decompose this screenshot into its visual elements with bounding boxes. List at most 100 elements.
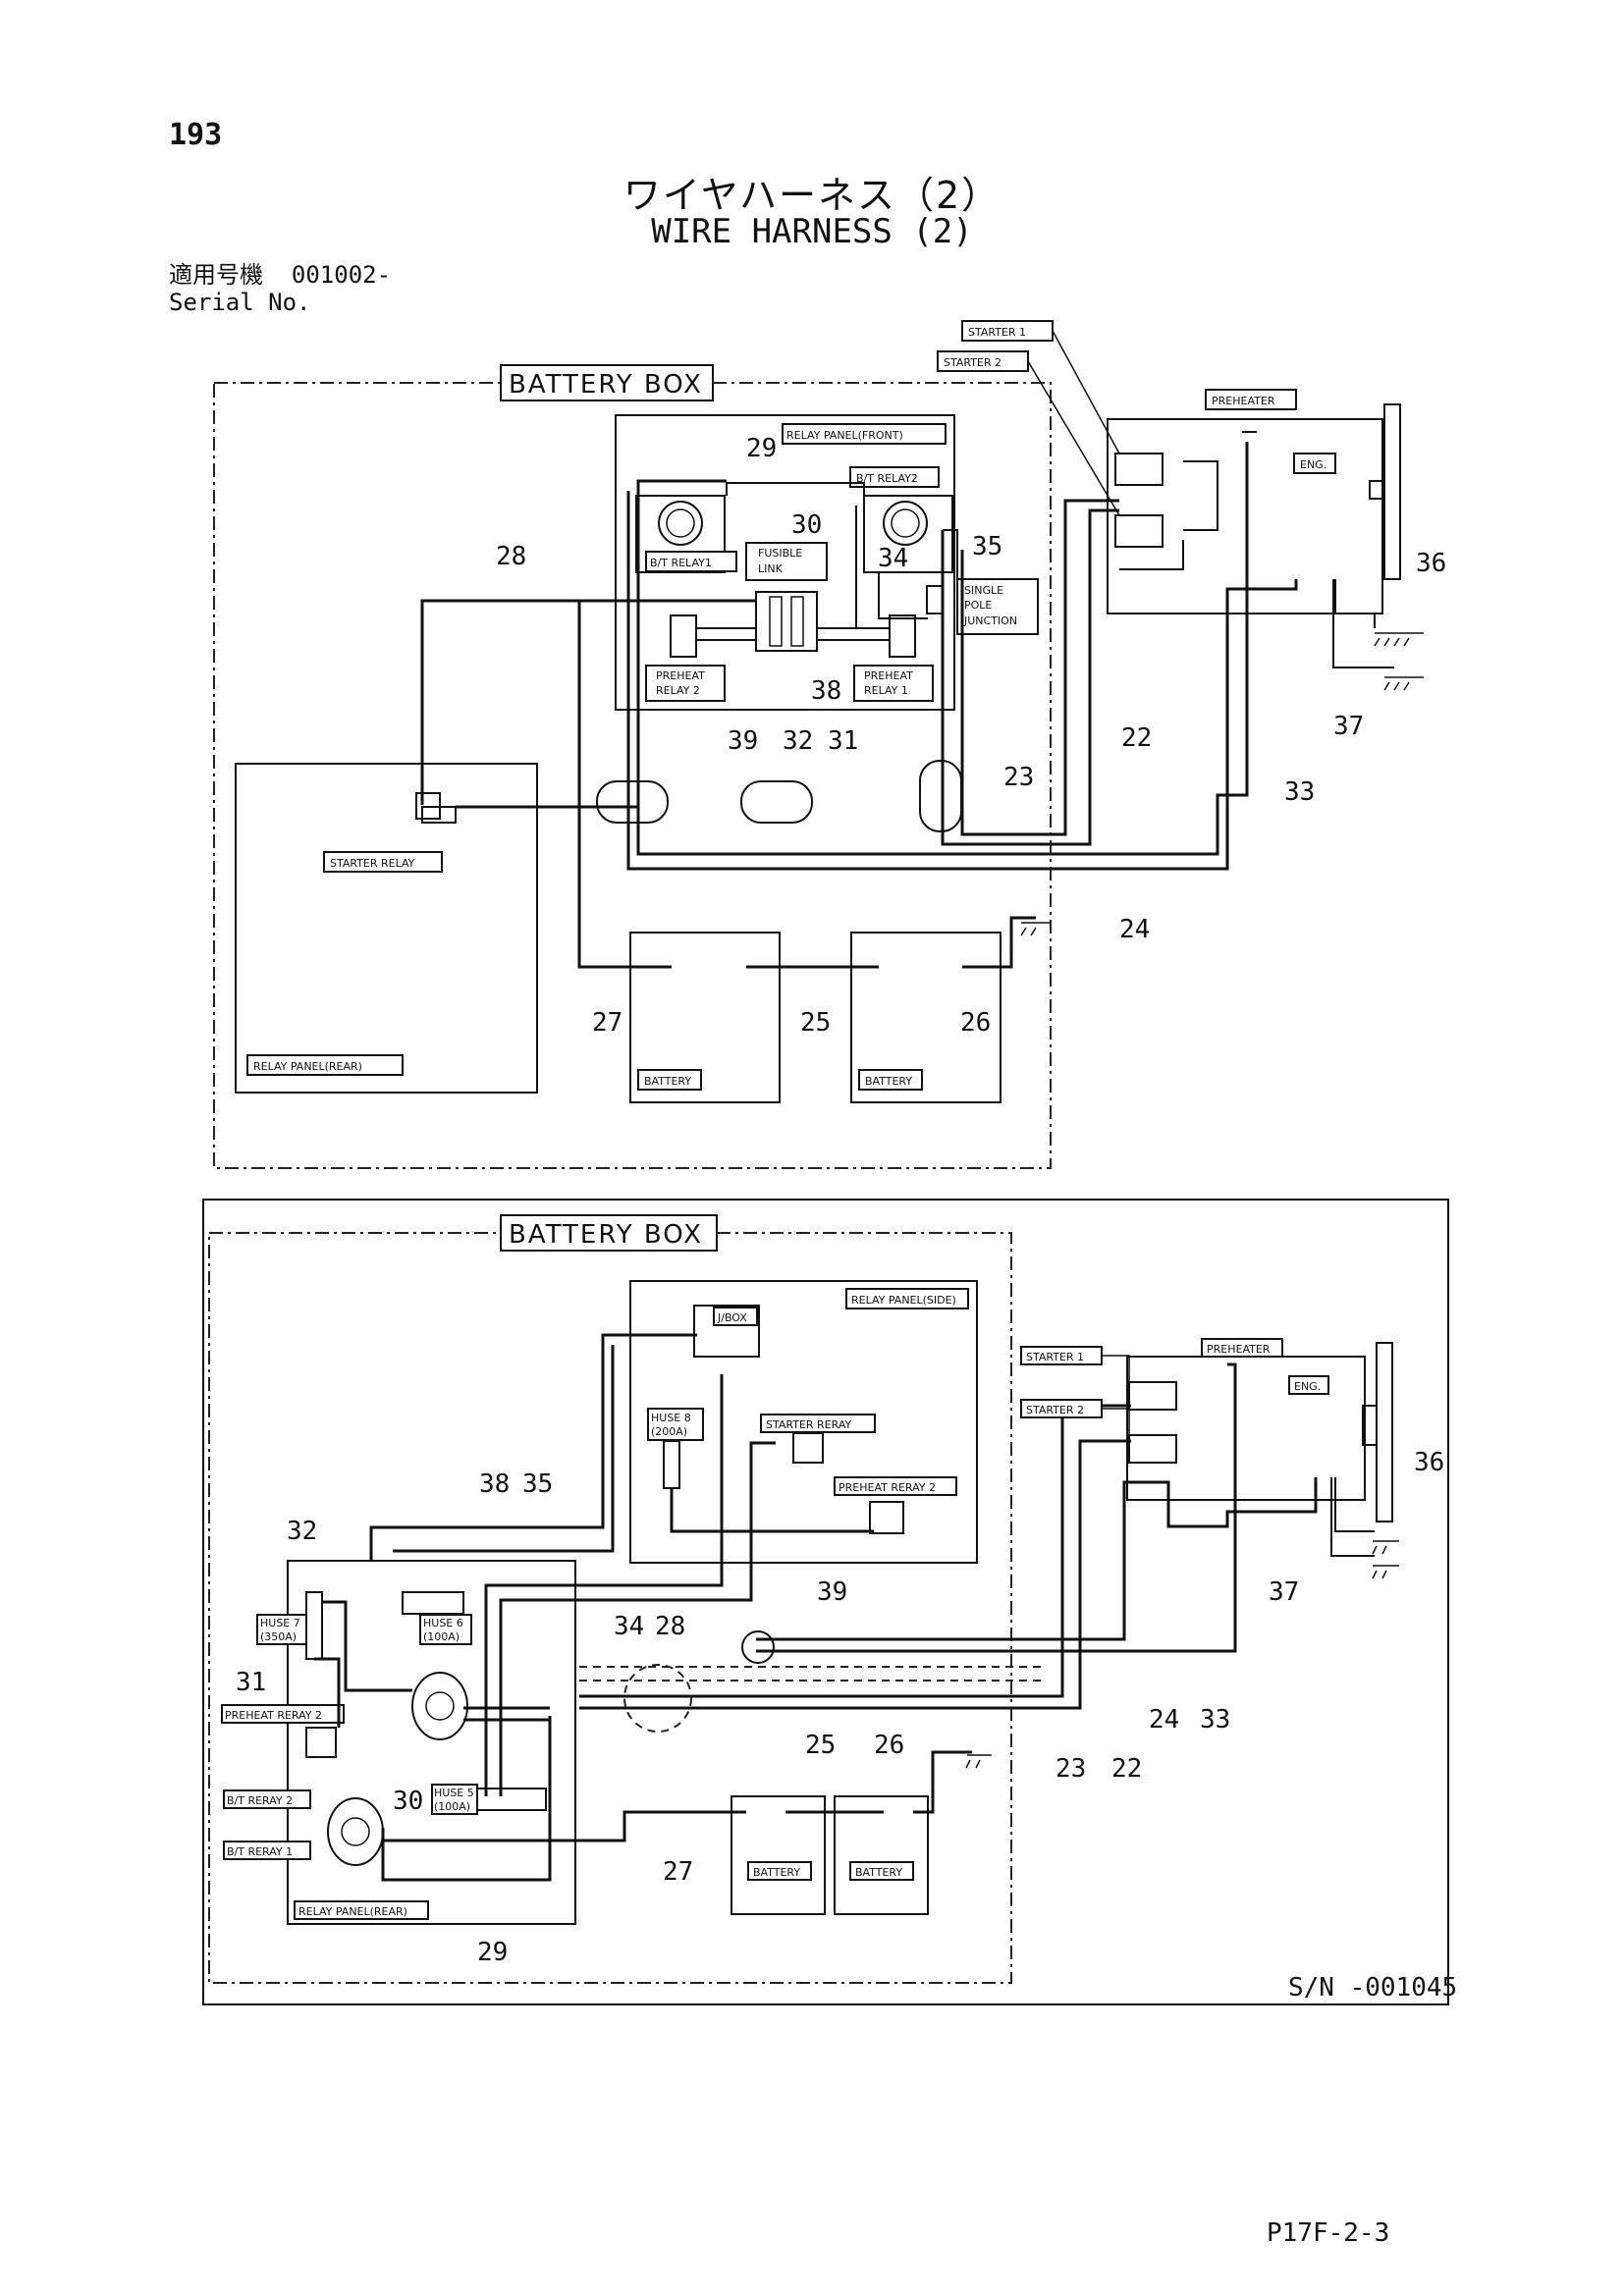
preheat-relay1-label-1: PREHEAT	[864, 669, 913, 682]
top-wire-23	[960, 499, 1119, 836]
bt-reray2-label: B/T RERAY 2	[227, 1794, 293, 1807]
relay-panel-side-frame	[845, 1288, 969, 1309]
bottom-wire-29	[381, 1716, 552, 1882]
bottom-battery-box-label: BATTERY BOX	[509, 1220, 703, 1250]
bottom-wire-31	[314, 1657, 341, 1728]
callout-33-bottom: 33	[1200, 1705, 1230, 1735]
title-english: WIRE HARNESS (2)	[651, 212, 973, 251]
huse6-frame	[419, 1614, 472, 1645]
callout-39-top: 39	[728, 726, 758, 756]
huse7-label-2: (350A)	[260, 1630, 297, 1643]
preheat-relay1-body	[889, 614, 916, 658]
huse7-label-1: HUSE 7	[260, 1617, 300, 1629]
jbox-label: J/BOX	[717, 1311, 747, 1324]
top-wire-internal-b	[817, 627, 890, 641]
bt-reray1-core	[341, 1817, 370, 1846]
callout-26-bottom: 26	[874, 1731, 904, 1760]
huse6-label-2: (100A)	[423, 1630, 460, 1643]
preheat-relay1-frame	[853, 665, 934, 702]
serial-japanese: 適用号機 001002-	[169, 261, 392, 289]
center-fuse-block	[755, 591, 818, 652]
bt-relay1-label: B/T RELAY1	[650, 557, 712, 569]
bottom-wire-33	[756, 1362, 1237, 1653]
preheater-top-label: PREHEATER	[1212, 395, 1275, 407]
starter1-bottom-leader	[1102, 1355, 1130, 1384]
callout-37-top: 37	[1333, 712, 1364, 741]
fusible-link-frame	[745, 542, 828, 581]
bottom-wire-26	[913, 1750, 972, 1814]
preheater-top-frame	[1205, 389, 1297, 410]
starter1-top-leader	[1052, 330, 1120, 454]
bottom-wire-27	[383, 1810, 746, 1842]
bottom-battery-box-frame	[500, 1214, 718, 1252]
serial-block: 適用号機 001002- Serial No.	[169, 261, 391, 316]
top-wire-35	[943, 529, 958, 589]
eng-top-label: ENG.	[1300, 458, 1326, 471]
huse6-label-1: HUSE 6	[423, 1617, 463, 1629]
bt-reray2-body	[411, 1672, 468, 1740]
callout-23-top: 23	[1003, 763, 1034, 792]
starter2-bottom-label: STARTER 2	[1026, 1404, 1084, 1416]
callout-24-top: 24	[1119, 915, 1150, 944]
page-number: 193	[169, 118, 223, 152]
bottom-wire-38-35	[369, 1333, 697, 1561]
single-pole-junction-frame	[956, 578, 1039, 635]
callout-22-top: 22	[1121, 723, 1152, 753]
eng-bottom-label: ENG.	[1294, 1380, 1321, 1393]
top-grommet-3	[919, 760, 962, 832]
preheat-reray2-body	[305, 1727, 337, 1758]
battery-top-1	[629, 932, 781, 1103]
serial-number-note: S/N -001045	[1288, 1973, 1457, 2002]
battery-bottom-2-frame	[849, 1861, 914, 1881]
huse5-label-2: (100A)	[434, 1800, 470, 1813]
bt-relay2-coil	[883, 501, 928, 546]
top-wire-starter-internal	[1119, 460, 1218, 570]
starter-relay-top-frame	[323, 851, 443, 873]
callout-27-top: 27	[592, 1008, 623, 1038]
engine-flange-bottom	[1376, 1342, 1393, 1522]
battery-top-1-frame	[637, 1069, 702, 1091]
starter2-bottom-body	[1128, 1434, 1177, 1464]
starter2-bottom-leader	[1102, 1408, 1130, 1435]
bottom-wire-39	[670, 1488, 874, 1533]
huse8-body	[663, 1440, 680, 1489]
center-fuse-1	[769, 596, 783, 647]
top-wire-36	[1334, 579, 1376, 628]
bottom-wire-37	[1330, 1477, 1375, 1557]
top-battery-box-label: BATTERY BOX	[509, 370, 703, 400]
callout-24-bottom: 24	[1149, 1705, 1179, 1735]
starter1-bottom-label: STARTER 1	[1026, 1351, 1084, 1363]
battery-top-2	[850, 932, 1001, 1103]
starter-reray-label: STARTER RERAY	[766, 1418, 851, 1431]
preheat-reray2-label: PREHEAT RERAY 2	[225, 1709, 322, 1722]
bottom-wire-30	[463, 1706, 550, 1722]
serial-english: Serial No.	[169, 289, 311, 316]
bottom-grommet-a	[623, 1664, 692, 1733]
bt-reray1-label: B/T RERAY 1	[227, 1845, 293, 1858]
engine-block-top	[1107, 418, 1383, 614]
callout-25-bottom: 25	[805, 1731, 836, 1760]
top-wire-22	[941, 508, 1119, 846]
top-wire-29	[726, 482, 865, 496]
callout-37-bottom: 37	[1269, 1577, 1299, 1607]
top-battery-box-outline	[213, 382, 1052, 1169]
preheat-relay1-label-2: RELAY 1	[864, 684, 908, 697]
single-pole-label-1: SINGLE	[964, 584, 1003, 597]
battery-top-2-frame	[858, 1069, 923, 1091]
preheater-bottom-label: PREHEATER	[1207, 1343, 1271, 1356]
engine-flange-top	[1383, 403, 1401, 580]
huse5-frame	[431, 1784, 478, 1815]
bottom-dashed-route	[579, 1666, 1041, 1682]
callout-38-top: 38	[811, 676, 841, 706]
callout-29-bottom: 29	[477, 1938, 508, 1967]
bt-relay2-body	[863, 495, 953, 573]
top-wire-26	[962, 916, 1036, 969]
huse7-frame	[256, 1614, 307, 1645]
top-wire-internal-a	[696, 627, 756, 641]
bottom-wire-huse7	[322, 1600, 412, 1692]
top-wire-27	[577, 601, 672, 969]
starter2-top-label: STARTER 2	[944, 356, 1001, 369]
top-wire-28	[420, 599, 756, 805]
relay-panel-rear-top-label: RELAY PANEL(REAR)	[253, 1060, 362, 1073]
relay-panel-rear-top-frame	[246, 1054, 404, 1076]
